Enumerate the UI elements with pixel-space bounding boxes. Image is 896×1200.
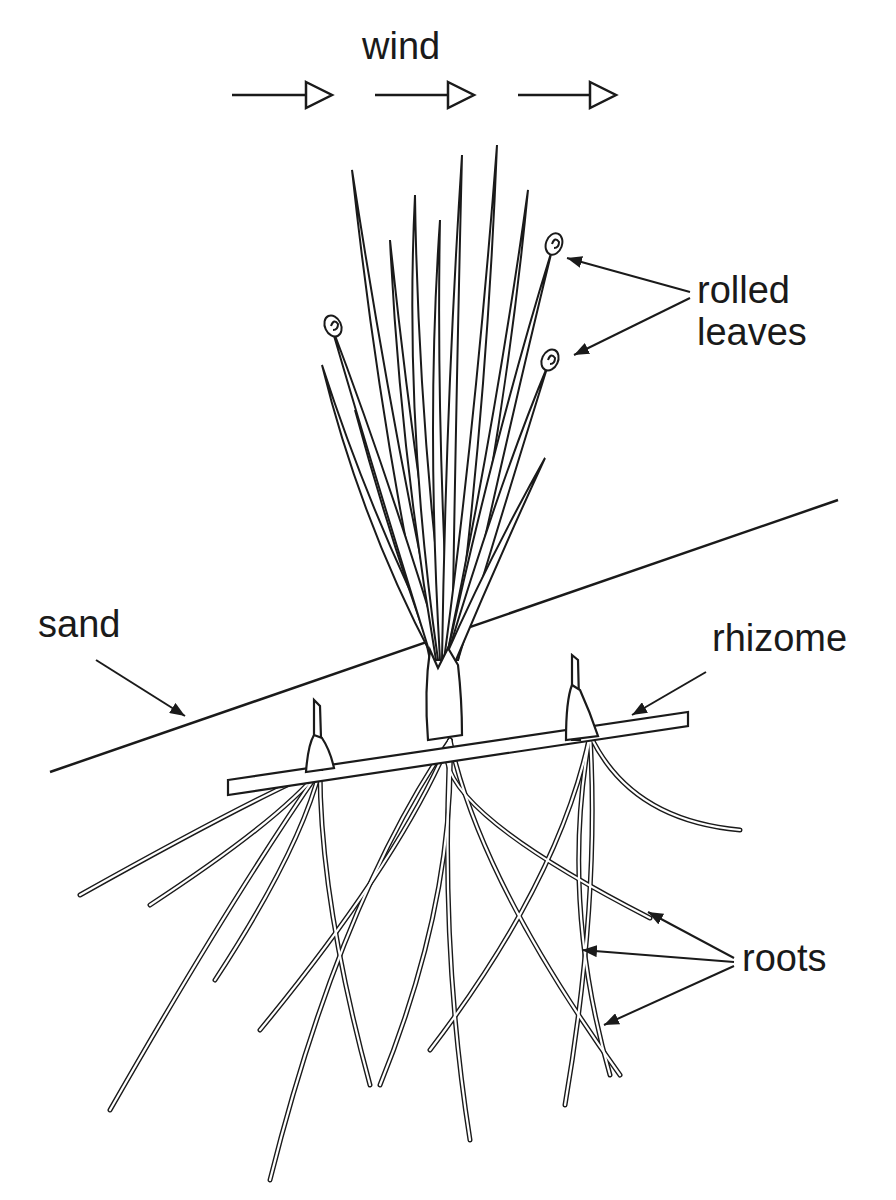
part-label: sand: [38, 604, 178, 646]
leader-lines: [96, 258, 734, 1025]
part-label: rhizome: [712, 618, 892, 660]
roots-outline: [80, 735, 740, 1180]
leaf-sheath: [426, 648, 462, 740]
wind-arrows: [232, 82, 616, 108]
rolled-leaf-tips: [321, 231, 565, 373]
part-label: wind: [362, 26, 562, 68]
grass-leaves: [322, 145, 552, 660]
part-label: rolled leaves: [697, 270, 857, 354]
part-label: roots: [742, 938, 892, 980]
